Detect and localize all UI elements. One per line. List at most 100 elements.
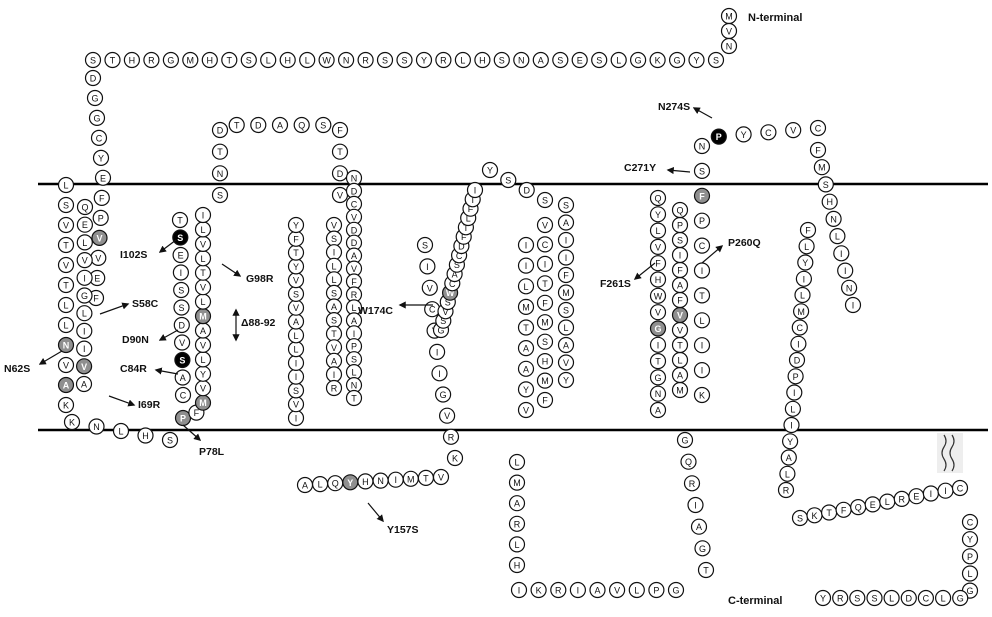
residue-ic3-bottom-6: V	[608, 581, 626, 599]
residue-ic3-2: M	[508, 474, 526, 491]
residue-tm4-9: V	[421, 279, 438, 296]
residue-tm3-mid-2: S	[325, 230, 343, 247]
residue-ec3-2: S	[500, 171, 517, 189]
residue-ic2-10: V	[432, 468, 450, 486]
svg-text:V: V	[81, 362, 87, 372]
svg-text:Y: Y	[98, 153, 104, 163]
residue-tm5b-2: C	[536, 236, 554, 253]
svg-text:S: S	[699, 166, 705, 176]
residue-tm3-mid-8: S	[325, 312, 343, 329]
residue-tm7b-13: I	[783, 416, 800, 434]
residue-tm7-10: I	[844, 296, 862, 314]
residue-tm6-14: Q	[649, 189, 667, 207]
svg-text:A: A	[351, 316, 357, 326]
residue-tm4b-16: I	[466, 181, 484, 199]
svg-text:H: H	[542, 357, 549, 367]
residue-tm4-3: V	[439, 407, 456, 424]
svg-text:Y: Y	[693, 56, 699, 66]
svg-text:A: A	[302, 481, 308, 491]
residue-tm6-4: T	[649, 353, 667, 370]
residue-tm2-asc-11: V	[194, 279, 212, 296]
svg-text:Y: Y	[787, 437, 793, 447]
mutation-arrow	[367, 502, 384, 523]
residue-tm3-desc-13: I	[345, 325, 363, 342]
svg-text:S: S	[217, 191, 223, 201]
residue-tm3-asc-7: L	[287, 327, 305, 344]
svg-text:Y: Y	[802, 258, 808, 268]
svg-text:D: D	[337, 169, 344, 179]
residue-tm1-inner-b-11: A	[57, 376, 75, 394]
residue-tm6b-9: F	[671, 261, 689, 279]
residue-tm5-11: Y	[557, 371, 575, 389]
residue-tm5-9: A	[557, 336, 575, 354]
mutation-label: P78L	[199, 446, 225, 458]
svg-text:L: L	[351, 368, 356, 378]
svg-text:G: G	[167, 56, 174, 66]
residue-ic3-bottom-5: A	[589, 581, 606, 599]
svg-text:N: N	[830, 214, 837, 224]
svg-text:L: L	[200, 355, 205, 365]
svg-text:K: K	[69, 418, 75, 428]
residue-top-loop-1: S	[707, 51, 725, 69]
residue-tm2-b-8: I	[172, 264, 189, 281]
svg-text:N: N	[217, 169, 224, 179]
svg-text:I: I	[518, 586, 521, 596]
svg-text:C: C	[96, 133, 103, 143]
residue-top-loop-5: G	[629, 51, 647, 69]
svg-text:P: P	[351, 342, 357, 352]
svg-text:V: V	[351, 212, 357, 222]
residue-tm6b-12: P	[671, 216, 689, 234]
svg-text:Q: Q	[654, 194, 661, 204]
mutation-arrow	[158, 329, 179, 341]
svg-text:M: M	[541, 376, 549, 386]
residue-tm2-b-4: V	[174, 334, 191, 351]
svg-text:P: P	[967, 552, 973, 562]
svg-text:F: F	[841, 505, 847, 515]
svg-text:G: G	[654, 324, 661, 334]
residue-tm3-mid-10: V	[325, 339, 343, 356]
svg-text:D: D	[351, 225, 358, 235]
svg-text:I: I	[797, 339, 800, 349]
residue-nterm-1: M	[720, 7, 738, 25]
residue-cterm-2: Y	[961, 531, 979, 548]
svg-text:D: D	[179, 321, 186, 331]
residue-tm6b-1: M	[671, 381, 689, 399]
svg-text:S: S	[823, 180, 829, 190]
residue-tm3-asc-5: I	[287, 354, 305, 371]
svg-text:L: L	[331, 261, 336, 271]
residue-cterm-8: C	[917, 589, 935, 607]
residue-cterm-3: P	[961, 548, 979, 565]
residue-tm7b-2: L	[798, 238, 815, 255]
svg-text:S: S	[871, 594, 877, 604]
mutation-c84r: C84R	[120, 363, 179, 375]
residue-top-loop-6: L	[610, 51, 627, 69]
residue-ic2-4: Y	[342, 474, 359, 491]
residue-ic2-1: A	[296, 476, 314, 494]
svg-text:I: I	[803, 274, 806, 284]
residue-top-loop-12: S	[493, 51, 510, 69]
residue-ec2-2: N	[211, 165, 229, 182]
svg-text:I: I	[295, 414, 298, 424]
svg-text:N: N	[343, 56, 350, 66]
residue-tm7b-14: Y	[781, 433, 799, 450]
svg-text:L: L	[305, 56, 310, 66]
svg-text:H: H	[284, 56, 291, 66]
mutation-n274s: N274S	[658, 101, 713, 119]
residue-tm7b-10: P	[787, 368, 804, 385]
svg-text:L: L	[266, 56, 271, 66]
svg-text:V: V	[655, 308, 661, 318]
residue-tm5-2: A	[557, 214, 575, 231]
residue-tm6b-8: A	[671, 276, 689, 294]
svg-text:L: L	[523, 282, 528, 292]
svg-text:S: S	[293, 386, 299, 396]
residue-tm4-5: I	[431, 365, 448, 382]
residue-tm1-inner-b-4: T	[57, 236, 75, 254]
residue-tm3-mid-12: I	[325, 366, 343, 383]
svg-text:L: L	[804, 242, 809, 252]
residue-tm2-b-9: E	[172, 246, 189, 264]
svg-text:A: A	[180, 373, 186, 383]
mutation-n62s: N62S	[4, 350, 63, 375]
svg-text:I: I	[180, 268, 183, 278]
svg-text:N: N	[655, 389, 662, 399]
residue-tm7-5: N	[825, 210, 842, 227]
